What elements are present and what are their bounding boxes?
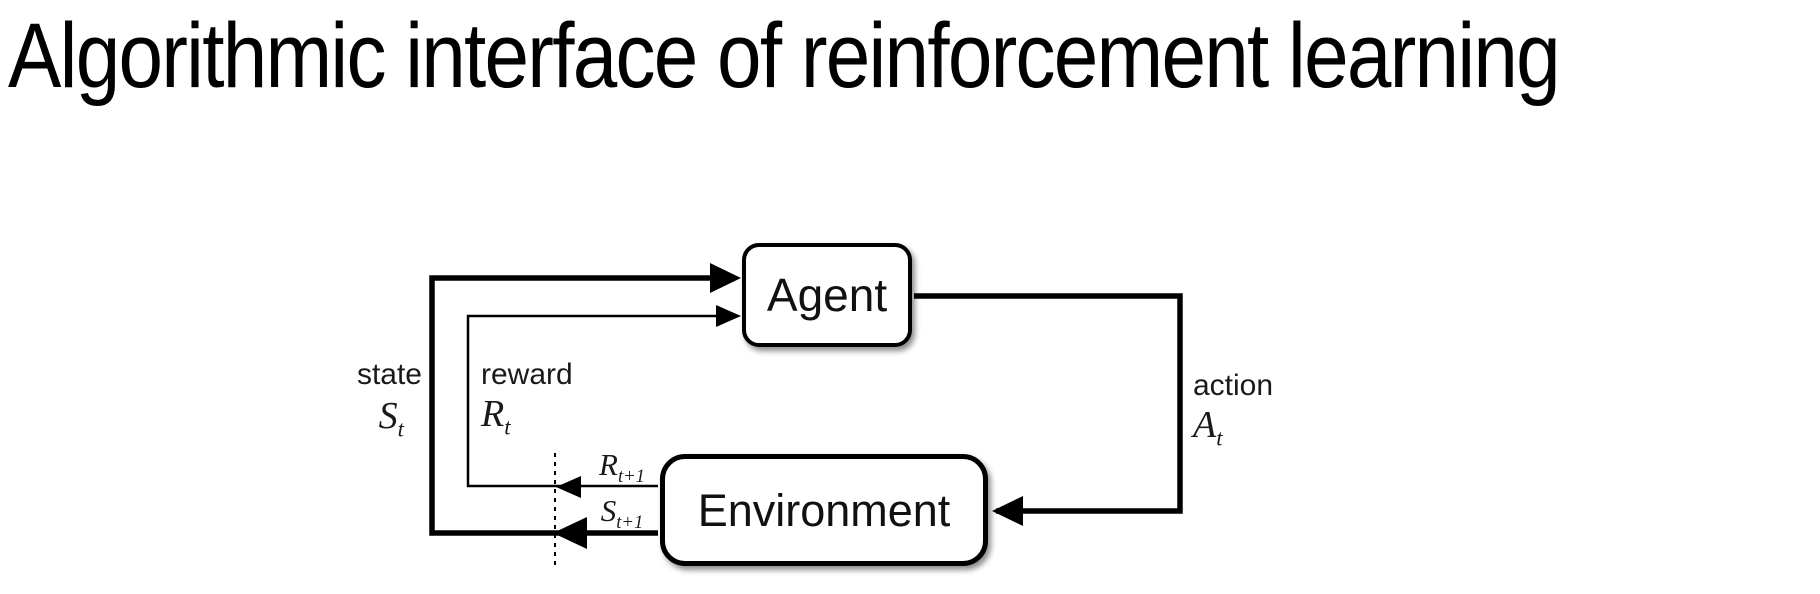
environment-node-label: Environment	[697, 484, 951, 536]
state-loop-line	[429, 275, 734, 536]
state-next-symbol: S	[600, 493, 617, 528]
reward-next-arrowhead-icon	[556, 476, 581, 498]
state-arrowhead-icon	[710, 263, 741, 293]
action-word-label: action	[1193, 369, 1274, 402]
state-next-var-label: St+1	[572, 493, 672, 532]
action-var-subscript: t	[1216, 425, 1223, 451]
reward-var-symbol: R	[481, 393, 505, 435]
state-next-subscript: t+1	[616, 512, 644, 534]
action-arrowhead-icon	[992, 496, 1023, 526]
reward-var-label: Rt	[481, 393, 511, 438]
state-var-subscript: t	[397, 416, 404, 442]
agent-node: Agent	[742, 243, 912, 347]
environment-node: Environment	[660, 454, 988, 566]
reward-var-subscript: t	[504, 414, 511, 440]
reward-word-label: reward	[481, 358, 573, 391]
state-next-arrowhead-icon	[553, 517, 587, 549]
reward-next-var-label: Rt+1	[572, 447, 672, 486]
page-title: Algorithmic interface of reinforcement l…	[8, 5, 1561, 107]
action-loop-line	[914, 293, 1183, 514]
state-var-symbol: S	[378, 395, 398, 437]
action-var-symbol: A	[1193, 404, 1217, 446]
agent-node-label: Agent	[766, 269, 888, 321]
reward-next-subscript: t+1	[617, 466, 645, 488]
action-var-label: At	[1193, 404, 1223, 449]
state-word-label: state	[356, 358, 422, 391]
reward-next-symbol: R	[599, 447, 618, 482]
reward-arrowhead-icon	[716, 305, 741, 327]
state-var-label: St	[322, 395, 422, 440]
